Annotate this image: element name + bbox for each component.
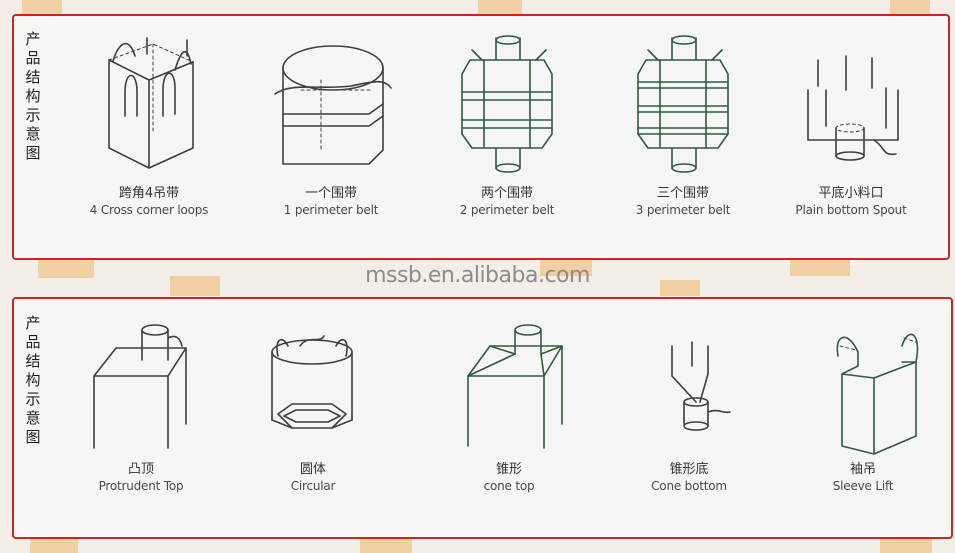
item-name-en: 4 Cross corner loops	[89, 203, 209, 217]
tape-strip	[890, 0, 930, 14]
item-name-en: 3 perimeter belt	[635, 203, 731, 217]
product-item: 锥形 cone top	[424, 316, 594, 494]
item-name-en: Protrudent Top	[98, 479, 184, 493]
tape-strip	[660, 280, 700, 296]
product-item: 三个围带 3 perimeter belt	[598, 30, 768, 218]
tape-strip	[880, 538, 932, 553]
product-item: 平底小料口 Plain bottom Spout	[766, 30, 936, 218]
two-perimeter-belt-bag-icon	[461, 35, 553, 173]
item-name-zh: 袖吊	[849, 462, 876, 477]
item-name-zh: 三个围带	[656, 186, 709, 201]
product-item: 两个围带 2 perimeter belt	[422, 30, 592, 218]
product-item: 凸顶 Protrudent Top	[56, 316, 226, 494]
tape-strip	[540, 258, 592, 276]
tape-strip	[170, 276, 220, 296]
tape-strip	[38, 258, 94, 278]
one-perimeter-belt-bag-icon	[274, 45, 392, 165]
item-name-zh: 跨角4吊带	[118, 186, 180, 201]
product-item: 袖吊 Sleeve Lift	[778, 316, 948, 494]
plain-bottom-spout-bag-icon	[807, 55, 899, 161]
tape-strip	[478, 0, 522, 14]
item-name-en: cone top	[483, 479, 535, 493]
product-item: 跨角4吊带 4 Cross corner loops	[64, 30, 234, 218]
side-title: 产品结构示意图	[25, 314, 41, 446]
item-name-en: 2 perimeter belt	[459, 203, 555, 217]
item-name-zh: 平底小料口	[818, 186, 884, 201]
side-title: 产品结构示意图	[25, 30, 41, 162]
product-item: 圆体 Circular	[228, 316, 398, 494]
item-name-en: 1 perimeter belt	[283, 203, 379, 217]
product-item: 锥形底 Cone bottom	[604, 316, 774, 494]
tape-strip	[790, 258, 850, 276]
item-name-zh: 锥形底	[669, 462, 709, 477]
circular-bag-icon	[271, 335, 353, 429]
item-name-zh: 两个围带	[480, 186, 533, 201]
item-name-en: Sleeve Lift	[832, 479, 894, 493]
item-name-zh: 一个围带	[304, 186, 357, 201]
cross-corner-loops-bag-icon	[108, 37, 194, 169]
cone-bottom-bag-icon	[671, 341, 731, 431]
item-name-zh: 凸顶	[127, 462, 154, 477]
tape-strip	[22, 0, 62, 14]
watermark-text: mssb.en.alibaba.com	[365, 263, 590, 288]
product-item: 一个围带 1 perimeter belt	[246, 30, 416, 218]
three-perimeter-belt-bag-icon	[637, 35, 729, 173]
item-name-en: Cone bottom	[651, 479, 727, 493]
tape-strip	[30, 538, 78, 553]
top-product-panel	[12, 14, 950, 260]
item-name-en: Circular	[290, 479, 336, 493]
item-name-zh: 圆体	[299, 462, 326, 477]
sleeve-lift-bag-icon	[836, 333, 919, 455]
cone-top-bag-icon	[467, 324, 563, 449]
item-name-en: Plain bottom Spout	[795, 203, 907, 217]
protrudent-top-bag-icon	[93, 324, 187, 449]
item-name-zh: 锥形	[495, 462, 522, 477]
tape-strip	[360, 538, 412, 553]
